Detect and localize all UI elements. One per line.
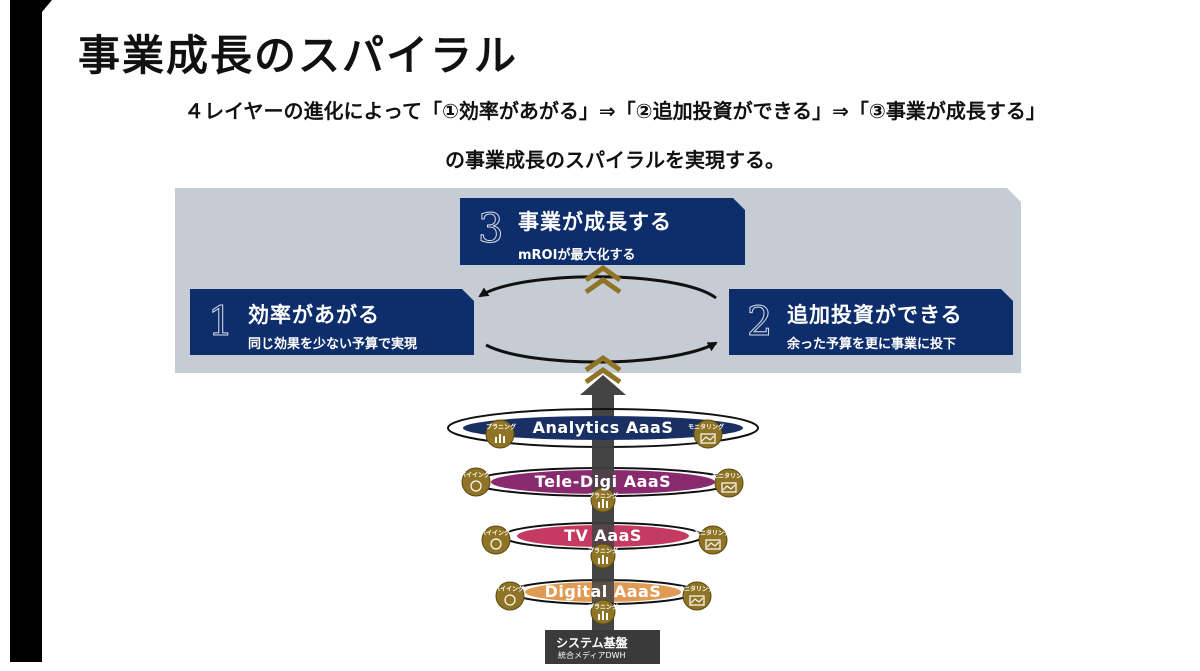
left-accent-bar	[10, 0, 52, 662]
dollar-coin-icon	[470, 480, 516, 606]
teledigi-left-badge: バイイング	[460, 472, 491, 479]
tv-center-badge: プラニング	[588, 548, 619, 555]
system-base-block: システム基盤 統合メディアDWH	[545, 630, 660, 664]
digital-layer-label: Digital AaaS	[544, 582, 662, 601]
teledigi-center-badge: プラニング	[588, 493, 619, 500]
line-chart-icon	[689, 433, 737, 606]
step-2-heading: 追加投資ができる	[787, 303, 963, 327]
step-1-heading: 効率があがる	[248, 303, 380, 327]
system-base-title: システム基盤	[556, 636, 628, 650]
tv-layer-label: TV AaaS	[564, 526, 642, 545]
step-1-description: 同じ効果を少ない予算で実現	[248, 337, 418, 352]
step-1-number: 1	[207, 299, 234, 346]
page-title: 事業成長のスパイラル	[78, 31, 519, 80]
step-2-number: 2	[746, 299, 773, 346]
teledigi-layer-label: Tele-Digi AaaS	[534, 472, 672, 491]
step-3-heading: 事業が成長する	[518, 210, 672, 234]
tv-left-badge: バイイング	[480, 530, 511, 537]
digital-left-badge: バイイング	[494, 586, 525, 593]
step-1-efficiency: 1 効率があがる 同じ効果を少ない予算で実現	[190, 289, 474, 355]
step-3-business-growth: 3 事業が成長する mROIが最大化する	[460, 198, 745, 265]
step-3-description: mROIが最大化する	[518, 248, 636, 263]
teledigi-right-badge: モニタリング	[712, 473, 749, 480]
chevron-up-icon	[584, 264, 622, 385]
subtitle-line-1: ４レイヤーの進化によって「①効率があがる」⇒「②追加投資ができる」⇒「③事業が成…	[184, 99, 1046, 123]
analytics-right-badge: モニタリング	[688, 424, 725, 431]
digital-right-badge: モニタリング	[678, 586, 715, 593]
tv-right-badge: モニタリング	[694, 530, 731, 537]
analytics-layer-ellipse	[463, 416, 743, 440]
step-3-number: 3	[477, 206, 504, 253]
analytics-left-badge: プラニング	[486, 424, 517, 431]
system-base-subtitle: 統合メディアDWH	[558, 651, 626, 660]
digital-center-badge: プラニング	[588, 604, 619, 611]
analytics-layer-label: Analytics AaaS	[532, 418, 674, 437]
step-2-additional-investment: 2 追加投資ができる 余った予算を更に事業に投下	[729, 289, 1013, 355]
bar-chart-icon	[495, 434, 608, 620]
growth-arrow-head	[580, 375, 626, 395]
subtitle-line-2: の事業成長のスパイラルを実現する。	[445, 148, 785, 172]
top-cycle-arrow	[478, 275, 717, 300]
step-2-description: 余った予算を更に事業に投下	[787, 337, 957, 352]
